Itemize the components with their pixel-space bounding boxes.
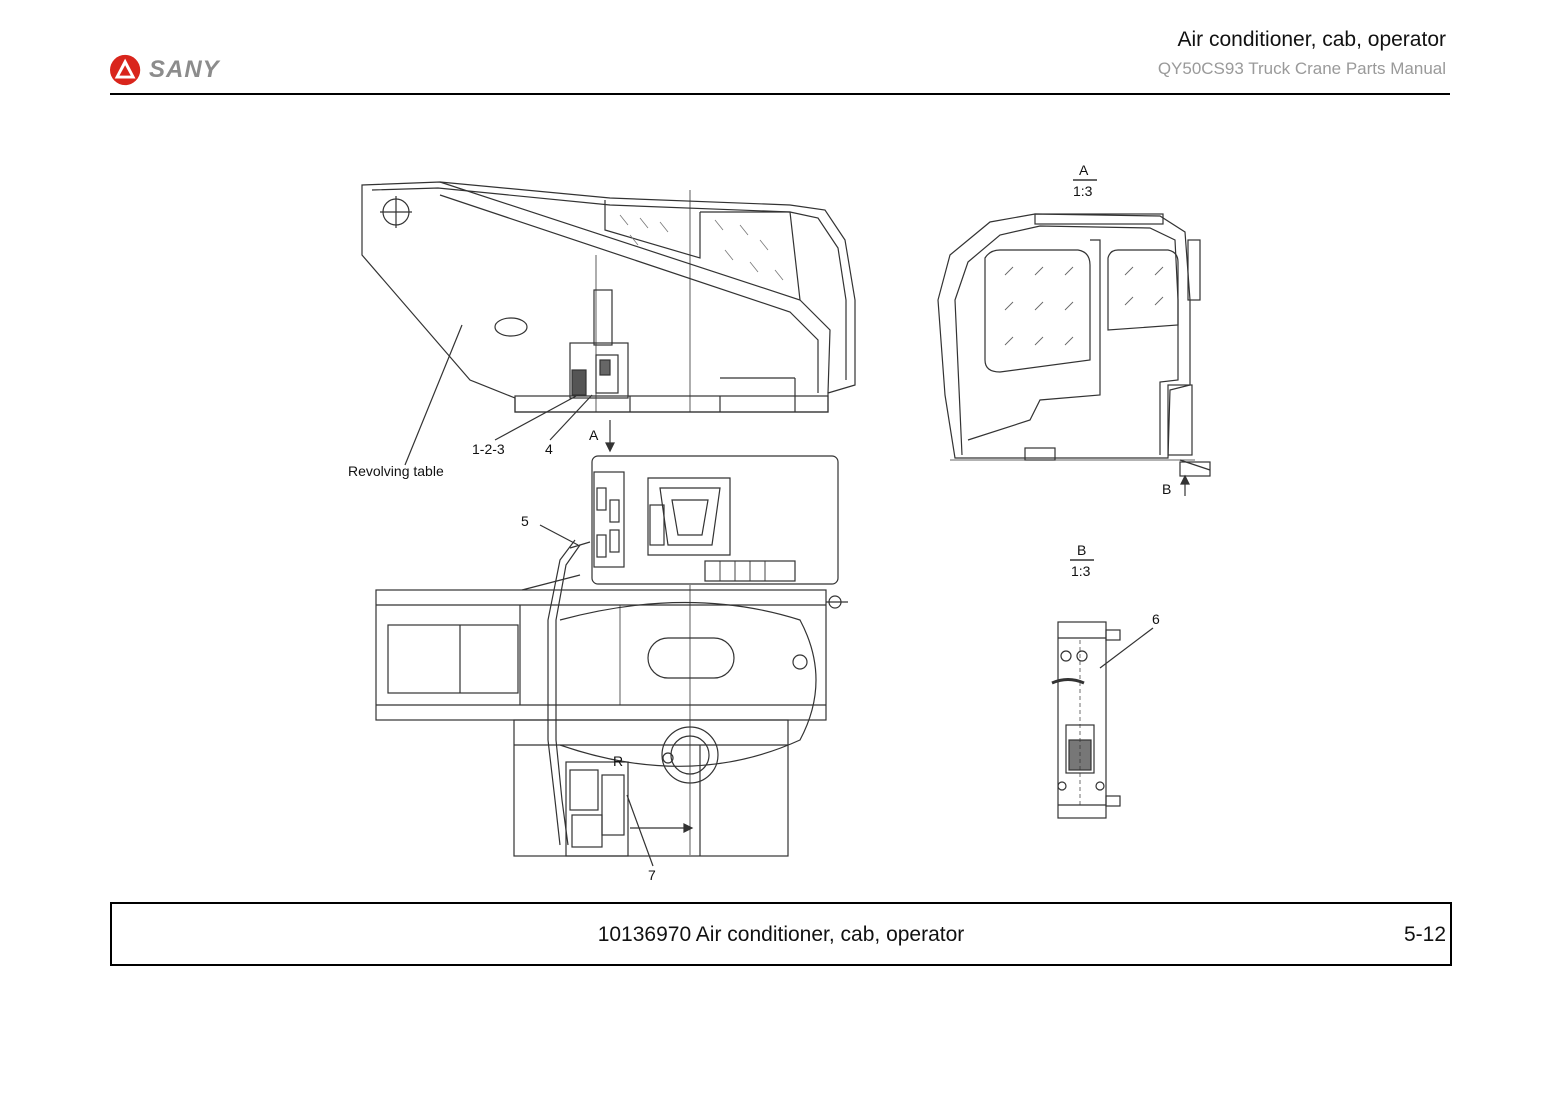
sany-logo: SANY	[108, 52, 238, 88]
view-r-marker: R	[613, 753, 623, 769]
brand-name: SANY	[149, 56, 220, 83]
callout-7: 7	[648, 867, 656, 883]
plan-view	[375, 455, 848, 867]
page-title: Air conditioner, cab, operator	[1177, 28, 1447, 51]
drawing-labels: 1-2-3 4 Revolving table A 5 R 7 A 1:3 B …	[348, 162, 1171, 883]
view-b	[1051, 559, 1154, 819]
view-b-scale: 1:3	[1071, 563, 1091, 579]
view-a	[937, 179, 1211, 496]
page-subtitle: QY50CS93 Truck Crane Parts Manual	[1157, 59, 1446, 78]
callout-1-2-3: 1-2-3	[472, 441, 505, 457]
side-view	[361, 181, 856, 466]
figure-caption: 10136970 Air conditioner, cab, operator	[597, 923, 965, 946]
view-a-title: A	[1079, 162, 1089, 178]
view-b-marker: B	[1162, 481, 1171, 497]
view-a-scale: 1:3	[1073, 183, 1093, 199]
callout-5: 5	[521, 513, 529, 529]
callout-4: 4	[545, 441, 553, 457]
callout-6: 6	[1152, 611, 1160, 627]
page-number: 5-12	[1403, 923, 1446, 946]
header-divider	[110, 93, 1450, 95]
view-a-marker: A	[589, 427, 599, 443]
view-b-title: B	[1077, 542, 1086, 558]
callout-revolving-table: Revolving table	[348, 463, 444, 479]
footer-caption-box: 10136970 Air conditioner, cab, operator …	[110, 902, 1452, 966]
sany-logo-icon	[110, 54, 141, 86]
